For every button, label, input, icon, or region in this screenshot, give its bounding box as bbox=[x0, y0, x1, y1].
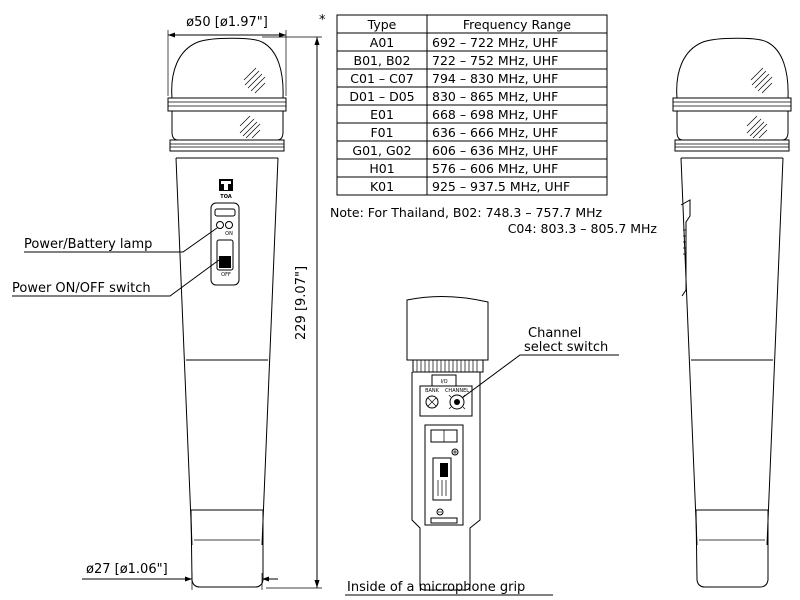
power-battery-lamp bbox=[216, 221, 224, 229]
thailand-note: Note: For Thailand, B02: 748.3 – 757.7 M… bbox=[330, 205, 657, 236]
table-cell-type: A01 bbox=[370, 35, 394, 50]
table-cell-type: B01, B02 bbox=[354, 53, 411, 68]
length-dimension: 229 [9.07"] bbox=[262, 36, 322, 589]
table-cell-frequency: 576 – 606 MHz, UHF bbox=[432, 161, 558, 176]
brand-logo-text: TOA bbox=[220, 194, 232, 200]
table-cell-frequency: 636 – 666 MHz, UHF bbox=[432, 125, 558, 140]
note-line-2: C04: 803.3 – 805.7 MHz bbox=[508, 221, 658, 236]
brand-logo: TOA bbox=[219, 179, 233, 200]
table-cell-frequency: 606 – 636 MHz, UHF bbox=[432, 143, 558, 158]
power-on-off-switch bbox=[216, 239, 234, 271]
table-cell-frequency: 794 – 830 MHz, UHF bbox=[432, 71, 558, 86]
power-lamp-label: Power/Battery lamp bbox=[24, 237, 152, 252]
power-switch-label: Power ON/OFF switch bbox=[12, 281, 151, 296]
head-diameter-dimension: ø50 [ø1.97"] bbox=[167, 15, 287, 96]
grille-hatching bbox=[239, 67, 266, 139]
table-cell-type: E01 bbox=[370, 107, 394, 122]
table-cell-type: H01 bbox=[369, 161, 394, 176]
bank-rotary-switch bbox=[425, 395, 439, 409]
table-cell-type: F01 bbox=[370, 125, 393, 140]
head-diameter-label: ø50 [ø1.97"] bbox=[186, 15, 268, 30]
table-cell-type: G01, G02 bbox=[352, 143, 411, 158]
front-microphone-drawing: TOA ON OFF bbox=[167, 37, 287, 588]
table-header-frequency: Frequency Range bbox=[463, 17, 571, 32]
note-line-1: Note: For Thailand, B02: 748.3 – 757.7 M… bbox=[330, 205, 602, 220]
table-cell-frequency: 668 – 698 MHz, UHF bbox=[432, 107, 558, 122]
power-switch-callout: Power ON/OFF switch bbox=[12, 259, 220, 297]
channel-select-label-line2: select switch bbox=[524, 340, 608, 355]
power-lamp-callout: Power/Battery lamp bbox=[24, 227, 218, 253]
table-cell-frequency: 692 – 722 MHz, UHF bbox=[432, 35, 558, 50]
table-cell-type: K01 bbox=[370, 179, 394, 194]
bottom-diameter-label: ø27 [ø1.06"] bbox=[86, 562, 168, 577]
grip-interior-drawing: I/O BANK CHANNEL bbox=[406, 295, 489, 591]
table-asterisk: * bbox=[319, 13, 326, 28]
table-cell-frequency: 925 – 937.5 MHz, UHF bbox=[432, 179, 570, 194]
grip-caption-text: Inside of a microphone grip bbox=[347, 580, 525, 595]
channel-select-callout: Channel select switch bbox=[461, 326, 619, 399]
length-label: 229 [9.07"] bbox=[294, 266, 309, 340]
table-cell-frequency: 830 – 865 MHz, UHF bbox=[432, 89, 558, 104]
side-microphone-drawing bbox=[672, 37, 792, 588]
switch-off-mark: OFF bbox=[221, 272, 231, 278]
channel-select-label-line1: Channel bbox=[528, 326, 581, 341]
io-label: I/O bbox=[440, 379, 447, 385]
bottom-diameter-dimension: ø27 [ø1.06"] bbox=[82, 562, 278, 590]
table-cell-type: D01 – D05 bbox=[349, 89, 414, 104]
bank-label: BANK bbox=[425, 388, 440, 394]
table-header-type: Type bbox=[367, 17, 397, 32]
channel-label: CHANNEL bbox=[445, 388, 469, 394]
power-switch-panel: ON OFF bbox=[210, 202, 240, 286]
channel-select-switch bbox=[449, 394, 465, 410]
grip-caption: Inside of a microphone grip bbox=[345, 580, 553, 596]
switch-on-mark: ON bbox=[225, 231, 233, 237]
table-cell-frequency: 722 – 752 MHz, UHF bbox=[432, 53, 558, 68]
table-cell-type: C01 – C07 bbox=[350, 71, 413, 86]
